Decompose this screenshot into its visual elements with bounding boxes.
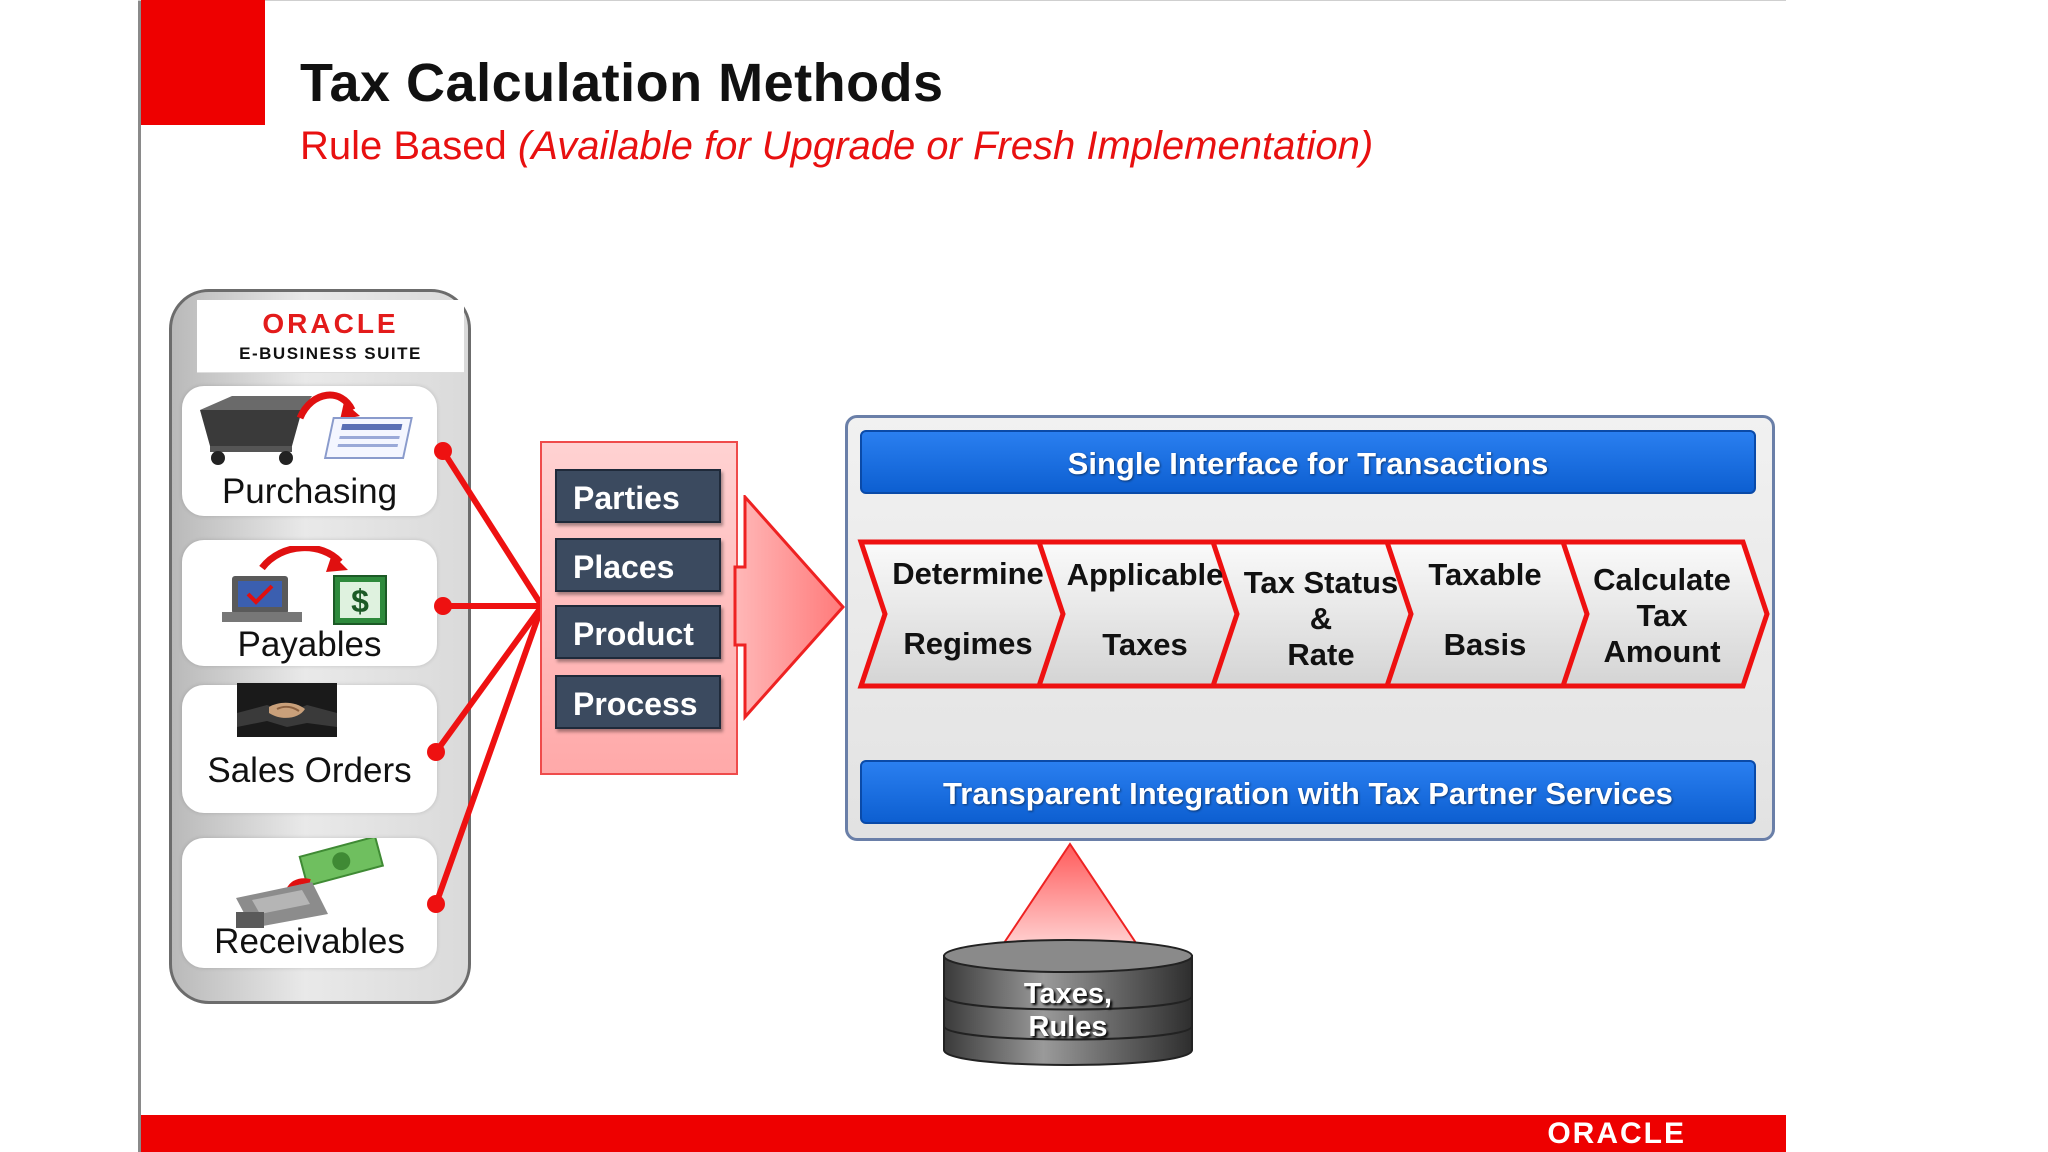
app-card-sales-orders: Sales Orders (182, 683, 437, 813)
step-2-line-2: Taxes (1102, 627, 1188, 662)
tax-partner-bar: Transparent Integration with Tax Partner… (860, 760, 1756, 824)
ebs-logo-text: E-BUSINESS SUITE (239, 344, 422, 363)
app-label-sales-orders: Sales Orders (207, 751, 412, 790)
database-line-2: Rules (1028, 1011, 1108, 1043)
database-line-1: Taxes, (1023, 978, 1113, 1010)
slide-top-border (138, 0, 1786, 1)
attr-product: Product (555, 605, 721, 659)
header-red-block (141, 0, 265, 125)
footer-oracle-logo: ORACLE (1547, 1117, 1686, 1150)
cart-icon (200, 391, 413, 465)
oracle-logo-text: ORACLE (262, 308, 399, 339)
step-3-line-3: Rate (1287, 637, 1355, 672)
computer-dollar-icon: $ (222, 546, 387, 625)
step-1-line-2: Regimes (903, 626, 1033, 661)
step-5-line-2: Tax (1636, 598, 1688, 633)
step-3-line-2: & (1309, 601, 1333, 636)
app-card-receivables: Receivables (182, 838, 437, 968)
attr-parties: Parties (555, 469, 721, 523)
slide-title: Tax Calculation Methods (300, 53, 944, 113)
slide-left-border (138, 0, 141, 1152)
app-label-payables: Payables (237, 625, 382, 664)
attr-process: Process (555, 675, 721, 729)
flow-arrow-icon (733, 495, 845, 721)
step-1-line-1: Determine (892, 556, 1044, 591)
slide-subtitle: Rule Based (Available for Upgrade or Fre… (300, 124, 1373, 169)
step-shape-5 (1559, 539, 1770, 689)
app-card-purchasing: Purchasing (182, 386, 437, 516)
step-label-1: Determine Regimes (878, 556, 1058, 662)
ebs-logo: ORACLE E-BUSINESS SUITE (197, 300, 464, 373)
step-5-line-1: Calculate (1593, 562, 1731, 597)
step-label-5: Calculate Tax Amount (1580, 562, 1744, 670)
footer-bar: ORACLE (141, 1115, 1786, 1152)
step-label-4: Taxable Basis (1400, 557, 1570, 663)
svg-text:$: $ (351, 583, 369, 619)
app-card-payables: $ Payables (182, 540, 437, 666)
subtitle-plain: Rule Based (300, 124, 518, 168)
handshake-icon (237, 683, 337, 737)
step-4-line-2: Basis (1443, 627, 1527, 662)
app-label-purchasing: Purchasing (221, 472, 398, 511)
step-2-line-1: Applicable (1066, 557, 1224, 592)
subtitle-italic: (Available for Upgrade or Fresh Implemen… (517, 124, 1374, 168)
process-steps (857, 539, 1770, 689)
database-icon (943, 939, 1193, 1066)
step-label-3: Tax Status & Rate (1236, 565, 1406, 673)
database-label: Taxes, Rules (940, 978, 1196, 1044)
app-label-receivables: Receivables (214, 922, 405, 961)
cash-register-icon (236, 838, 385, 928)
step-4-line-1: Taxable (1428, 557, 1542, 592)
single-interface-bar: Single Interface for Transactions (860, 430, 1756, 494)
step-label-2: Applicable Taxes (1060, 557, 1230, 663)
step-3-line-1: Tax Status (1243, 565, 1399, 600)
step-5-line-3: Amount (1603, 634, 1721, 669)
attr-places: Places (555, 538, 721, 592)
